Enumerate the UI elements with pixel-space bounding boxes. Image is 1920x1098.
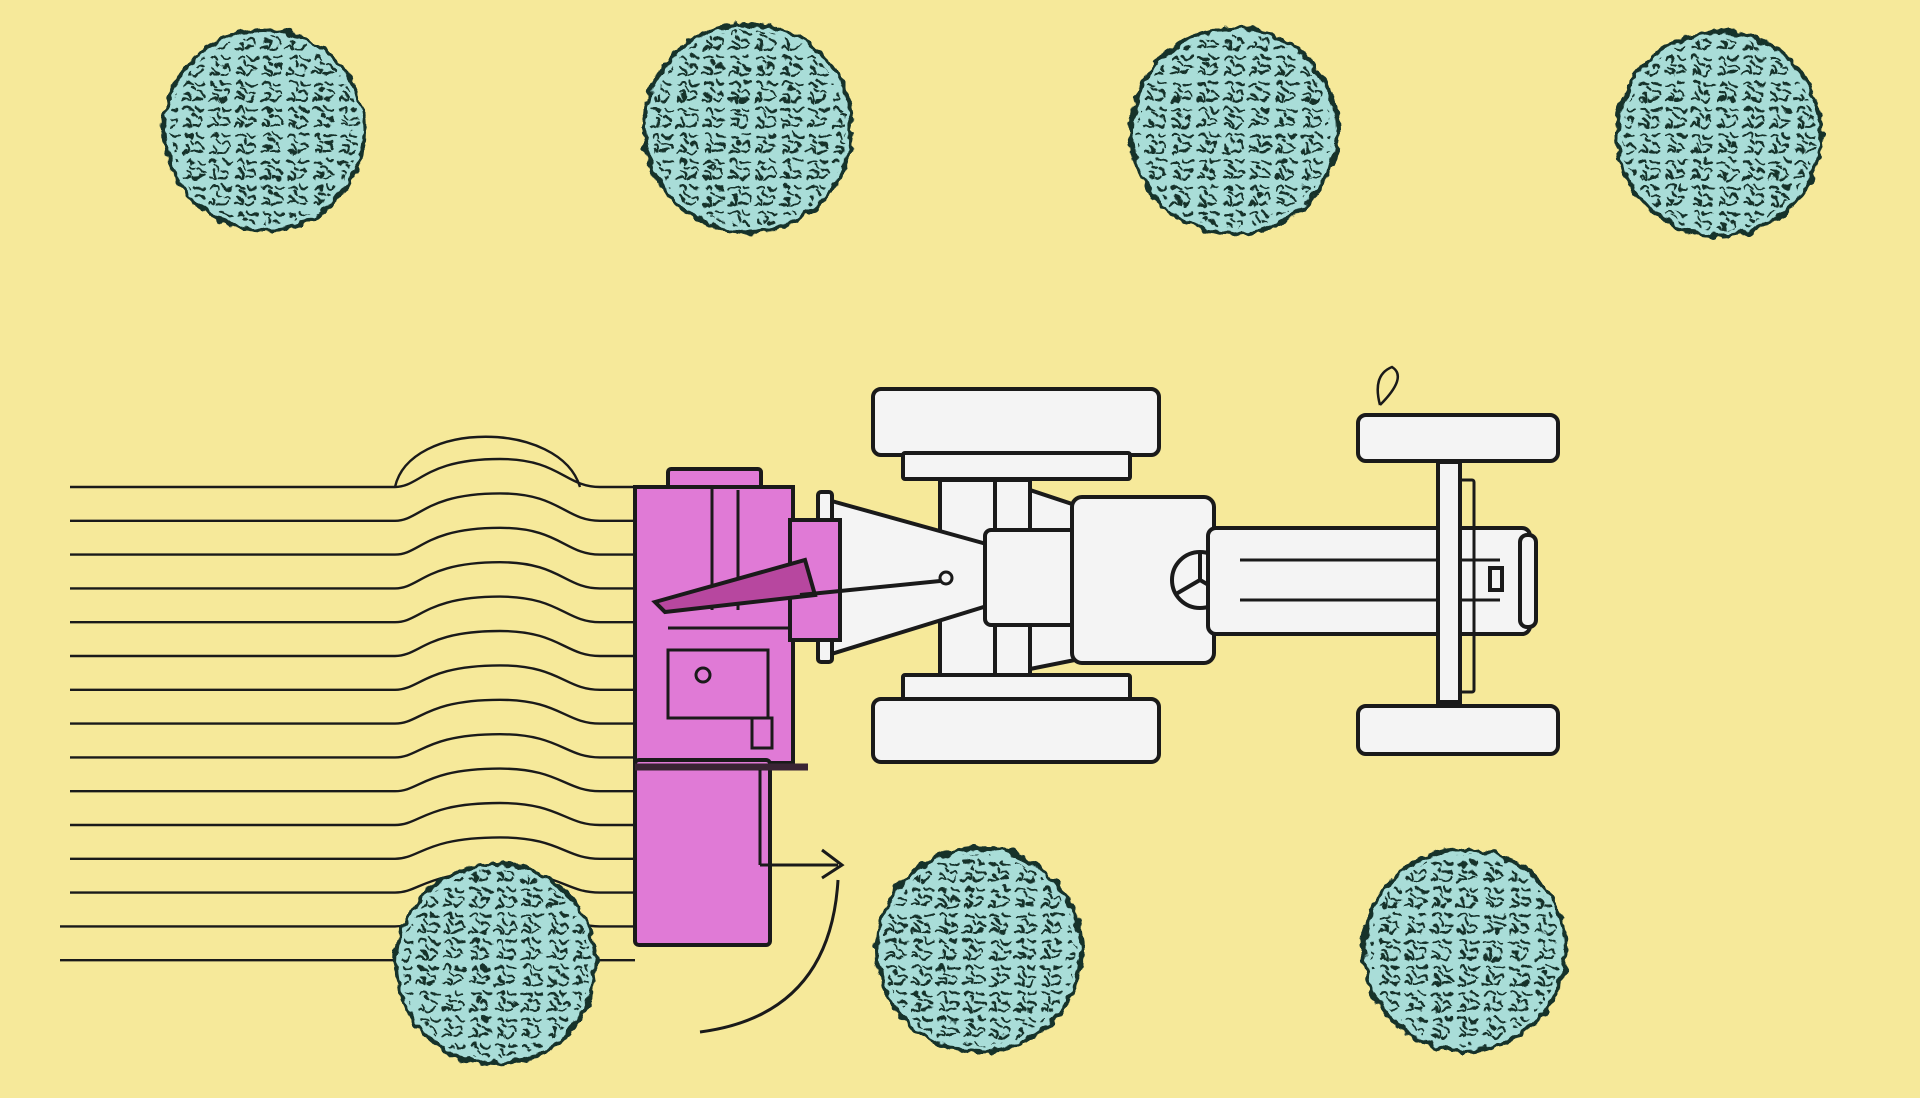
swath-line — [70, 526, 635, 556]
rear-right-wheel — [871, 673, 1161, 764]
swath-line — [70, 664, 635, 691]
tree-canopy-icon — [642, 22, 854, 234]
tree-canopy-icon — [1362, 847, 1568, 1053]
tree-canopy-icon — [1129, 26, 1339, 236]
tree-row — [162, 22, 1823, 1066]
swath-line — [70, 595, 635, 624]
curved-arrow-icon — [699, 879, 840, 1034]
swath-line — [70, 767, 635, 793]
front-left-wheel — [1356, 413, 1560, 463]
implement-frame — [633, 485, 795, 765]
swath-line — [70, 560, 635, 590]
swath-line — [70, 836, 635, 860]
front-grille — [1518, 533, 1538, 629]
mulcher-implement — [633, 467, 954, 1034]
drive-shaft — [799, 578, 951, 597]
tree-canopy-icon — [394, 862, 598, 1066]
swath-line — [70, 492, 635, 522]
swath-arch — [393, 435, 582, 488]
tree-canopy-icon — [162, 28, 366, 232]
swath-line — [70, 732, 635, 759]
hand-mark-icon — [1376, 365, 1400, 406]
front-right-wheel — [1356, 704, 1560, 756]
swath-line — [70, 698, 635, 725]
implement-rotor-housing — [633, 758, 772, 947]
tree-canopy-icon — [875, 846, 1083, 1054]
tractor — [816, 365, 1560, 764]
engine-hood — [1206, 526, 1532, 636]
swath-line — [70, 629, 635, 658]
tree-canopy-icon — [1615, 30, 1823, 238]
rear-left-wheel — [871, 387, 1161, 481]
swath-line — [70, 457, 635, 489]
front-axle — [1436, 460, 1462, 704]
swath-line — [70, 801, 635, 827]
